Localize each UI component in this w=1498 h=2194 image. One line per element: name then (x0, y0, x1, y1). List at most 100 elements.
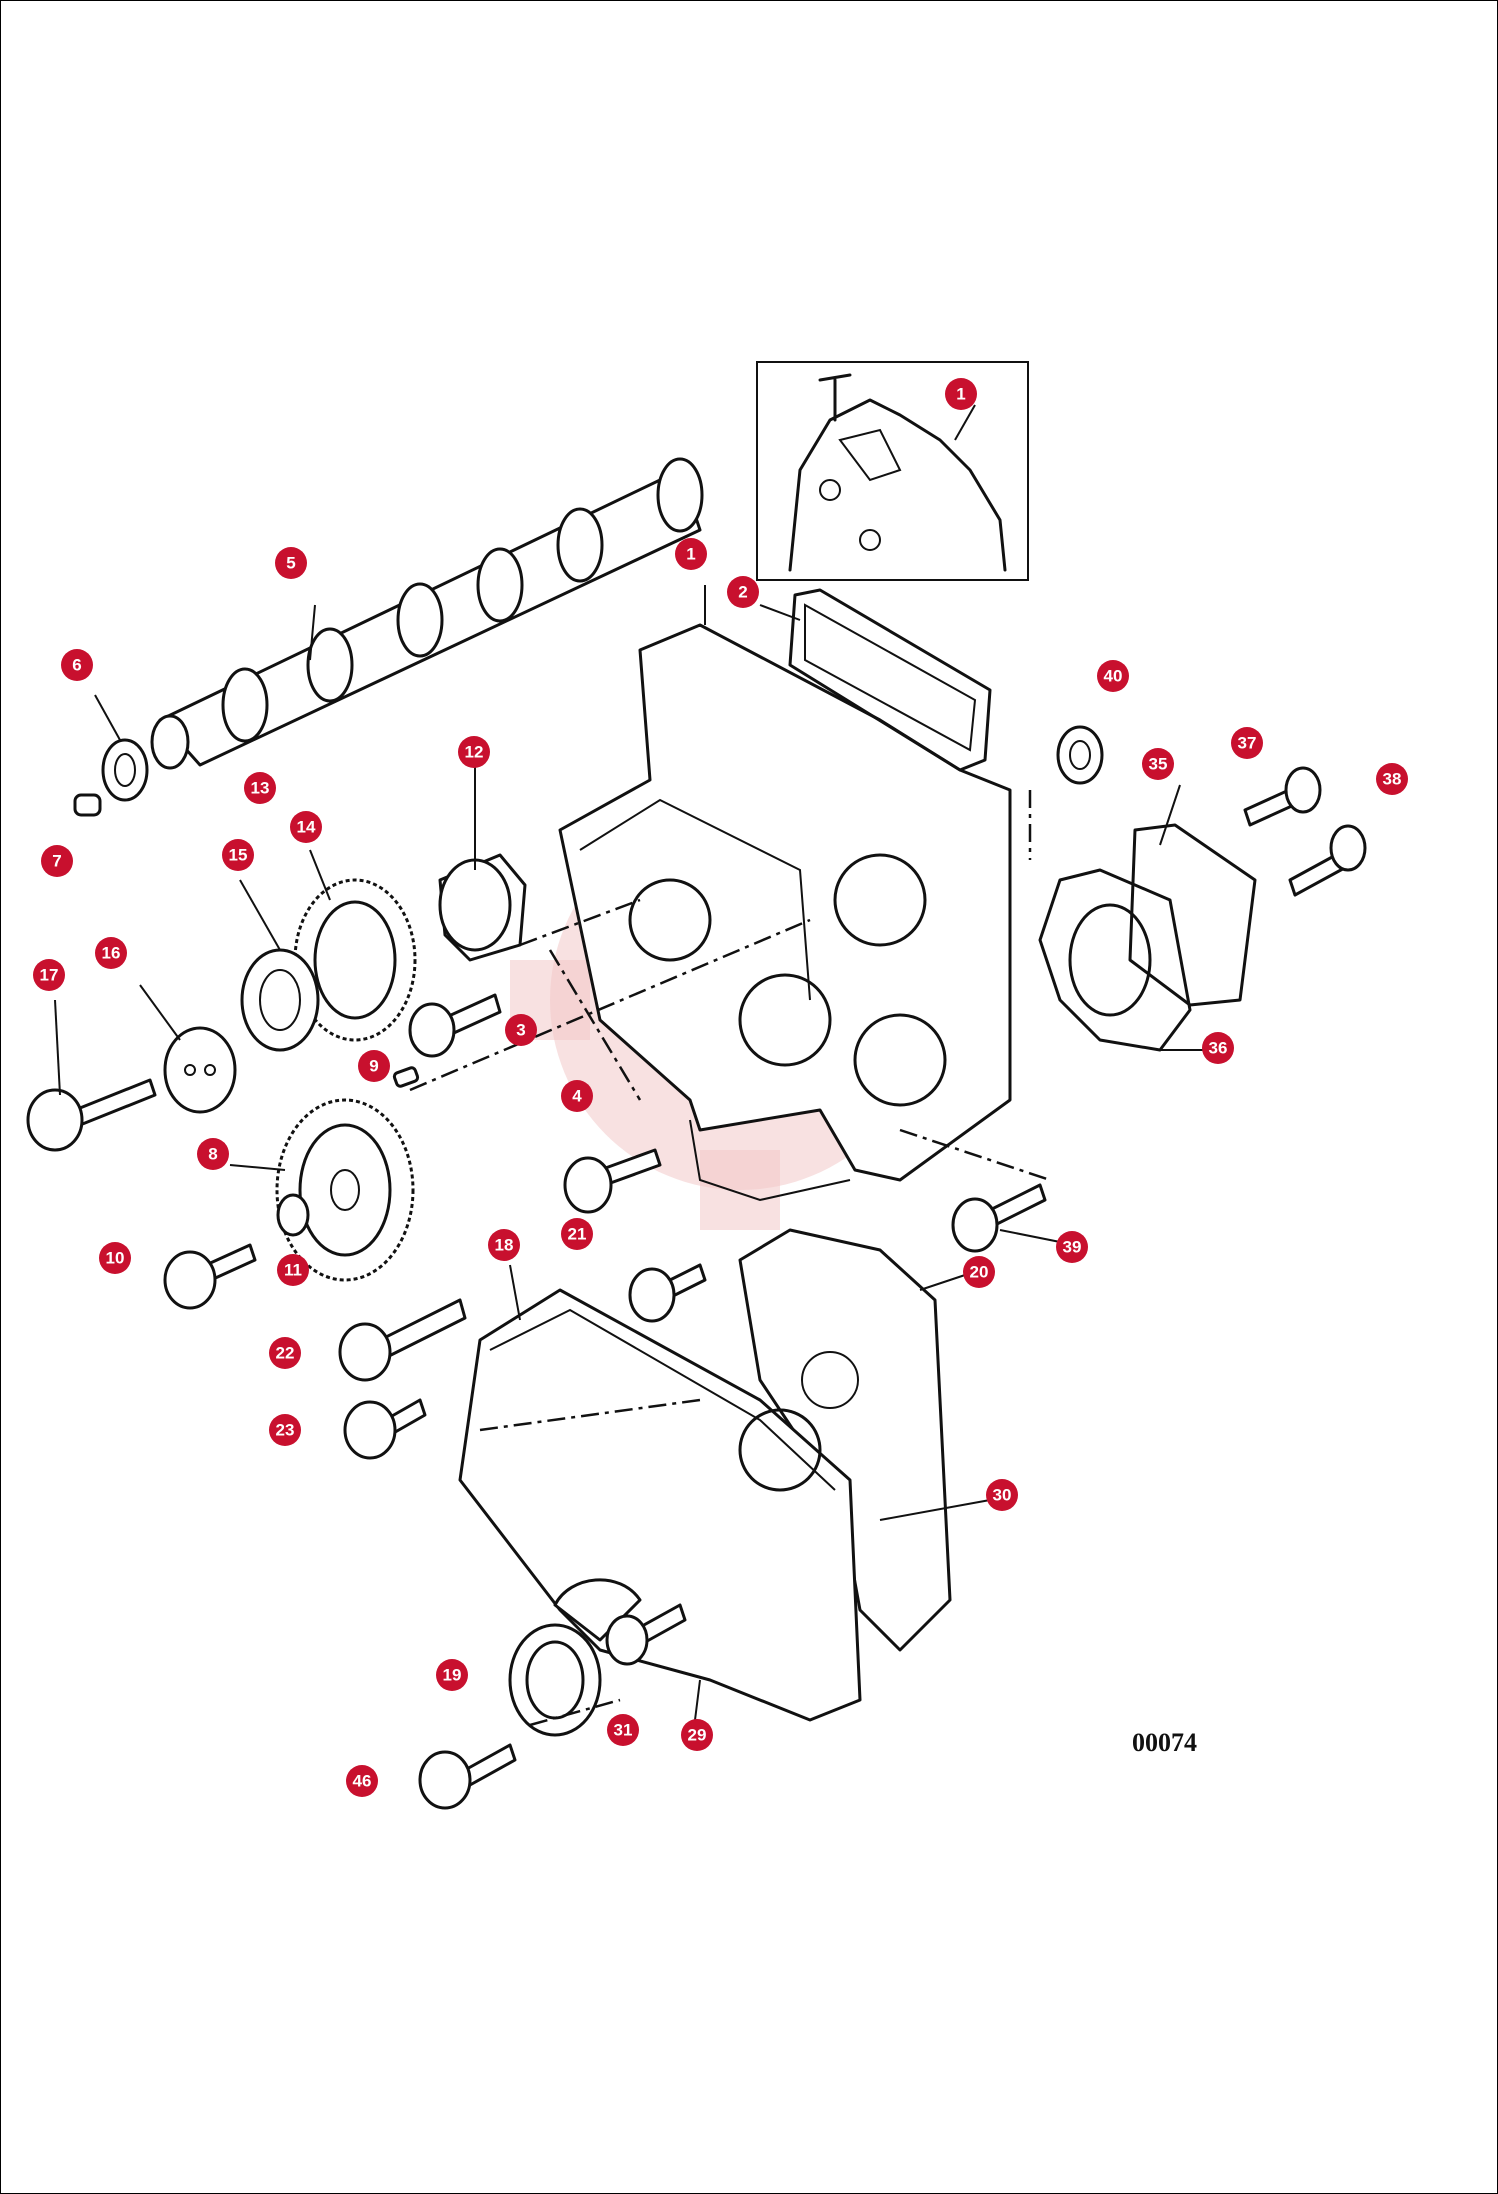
callout-5[interactable]: 5 (275, 547, 307, 579)
bolt-37 (1243, 766, 1322, 827)
callout-37[interactable]: 37 (1231, 727, 1263, 759)
cover-plate (1128, 823, 1257, 1007)
bolt-38 (1288, 824, 1367, 897)
bolt-3 (408, 993, 502, 1058)
callout-6[interactable]: 6 (61, 649, 93, 681)
key-9 (392, 1066, 420, 1088)
svg-text:37: 37 (1238, 734, 1257, 753)
front-cover (458, 1288, 862, 1722)
callout-36[interactable]: 36 (1202, 1032, 1234, 1064)
svg-text:19: 19 (443, 1666, 462, 1685)
bolt-10 (163, 1243, 257, 1310)
gasket-2 (788, 588, 992, 772)
svg-text:46: 46 (353, 1772, 372, 1791)
callout-31[interactable]: 31 (607, 1714, 639, 1746)
callout-46[interactable]: 46 (346, 1765, 378, 1797)
svg-text:17: 17 (40, 966, 59, 985)
washer-11 (276, 1193, 310, 1237)
inset-detail (756, 361, 1029, 581)
bolt-21 (628, 1263, 707, 1323)
thrust-washer (101, 738, 149, 802)
bolt-4 (563, 1148, 662, 1214)
idler-hub (240, 948, 320, 1052)
callout-23[interactable]: 23 (269, 1414, 301, 1446)
svg-text:12: 12 (465, 743, 484, 762)
crankshaft-seal (508, 1623, 602, 1737)
drawing-number: 00074 (1132, 1728, 1197, 1757)
callout-29[interactable]: 29 (681, 1719, 713, 1751)
svg-text:7: 7 (52, 852, 61, 871)
svg-text:40: 40 (1104, 667, 1123, 686)
callout-19[interactable]: 19 (436, 1659, 468, 1691)
svg-text:3: 3 (516, 1021, 525, 1040)
camshaft (150, 457, 704, 770)
callout-3[interactable]: 3 (505, 1014, 537, 1046)
svg-text:21: 21 (568, 1225, 587, 1244)
bolt-22 (338, 1298, 467, 1382)
callout-1-inset[interactable]: 1 (945, 378, 977, 410)
svg-text:39: 39 (1063, 1238, 1082, 1257)
callout-1-housing[interactable]: 1 (675, 538, 707, 570)
callout-4[interactable]: 4 (561, 1080, 593, 1112)
svg-text:38: 38 (1383, 770, 1402, 789)
svg-text:20: 20 (970, 1263, 989, 1282)
callout-7[interactable]: 7 (41, 845, 73, 877)
assembly-lines (409, 790, 1051, 1727)
svg-text:1: 1 (956, 385, 965, 404)
callout-20[interactable]: 20 (963, 1256, 995, 1288)
svg-text:13: 13 (251, 779, 270, 798)
svg-text:36: 36 (1209, 1039, 1228, 1058)
callout-35[interactable]: 35 (1142, 748, 1174, 780)
svg-text:30: 30 (993, 1486, 1012, 1505)
svg-text:14: 14 (297, 818, 316, 837)
bolt-31 (605, 1603, 687, 1666)
callout-30[interactable]: 30 (986, 1479, 1018, 1511)
svg-text:29: 29 (688, 1726, 707, 1745)
callout-38[interactable]: 38 (1376, 763, 1408, 795)
callout-9[interactable]: 9 (358, 1050, 390, 1082)
svg-text:31: 31 (614, 1721, 633, 1740)
callout-15[interactable]: 15 (222, 839, 254, 871)
callout-11[interactable]: 11 (277, 1254, 309, 1286)
breather (1056, 725, 1104, 785)
callout-22[interactable]: 22 (269, 1337, 301, 1369)
svg-text:9: 9 (369, 1057, 378, 1076)
svg-text:5: 5 (286, 554, 295, 573)
bolt-17 (26, 1078, 157, 1152)
leader-lines (54, 404, 1205, 1721)
camshaft-gear (275, 1098, 415, 1282)
callout-17[interactable]: 17 (33, 959, 65, 991)
svg-text:11: 11 (284, 1261, 302, 1280)
callout-14[interactable]: 14 (290, 811, 322, 843)
callout-18[interactable]: 18 (488, 1229, 520, 1261)
svg-text:16: 16 (102, 944, 121, 963)
callout-12[interactable]: 12 (458, 736, 490, 768)
svg-text:6: 6 (72, 656, 81, 675)
callout-40[interactable]: 40 (1097, 660, 1129, 692)
callout-16[interactable]: 16 (95, 937, 127, 969)
svg-text:22: 22 (276, 1344, 295, 1363)
svg-text:18: 18 (495, 1236, 514, 1255)
bolt-39 (951, 1183, 1047, 1253)
svg-text:15: 15 (229, 846, 248, 865)
svg-text:8: 8 (208, 1145, 217, 1164)
thrust-plate (163, 1026, 237, 1114)
svg-text:10: 10 (106, 1249, 125, 1268)
bushing (438, 853, 527, 962)
callout-2[interactable]: 2 (727, 576, 759, 608)
svg-text:1: 1 (686, 545, 695, 564)
dowel-pin (73, 793, 102, 817)
callout-21[interactable]: 21 (561, 1218, 593, 1250)
bolt-23 (343, 1398, 427, 1460)
callout-10[interactable]: 10 (99, 1242, 131, 1274)
svg-text:23: 23 (276, 1421, 295, 1440)
bolt-46 (418, 1743, 517, 1810)
svg-text:4: 4 (572, 1087, 582, 1106)
svg-text:35: 35 (1149, 755, 1168, 774)
callout-8[interactable]: 8 (197, 1138, 229, 1170)
callout-13[interactable]: 13 (244, 772, 276, 804)
callout-39[interactable]: 39 (1056, 1231, 1088, 1263)
svg-text:2: 2 (738, 583, 747, 602)
